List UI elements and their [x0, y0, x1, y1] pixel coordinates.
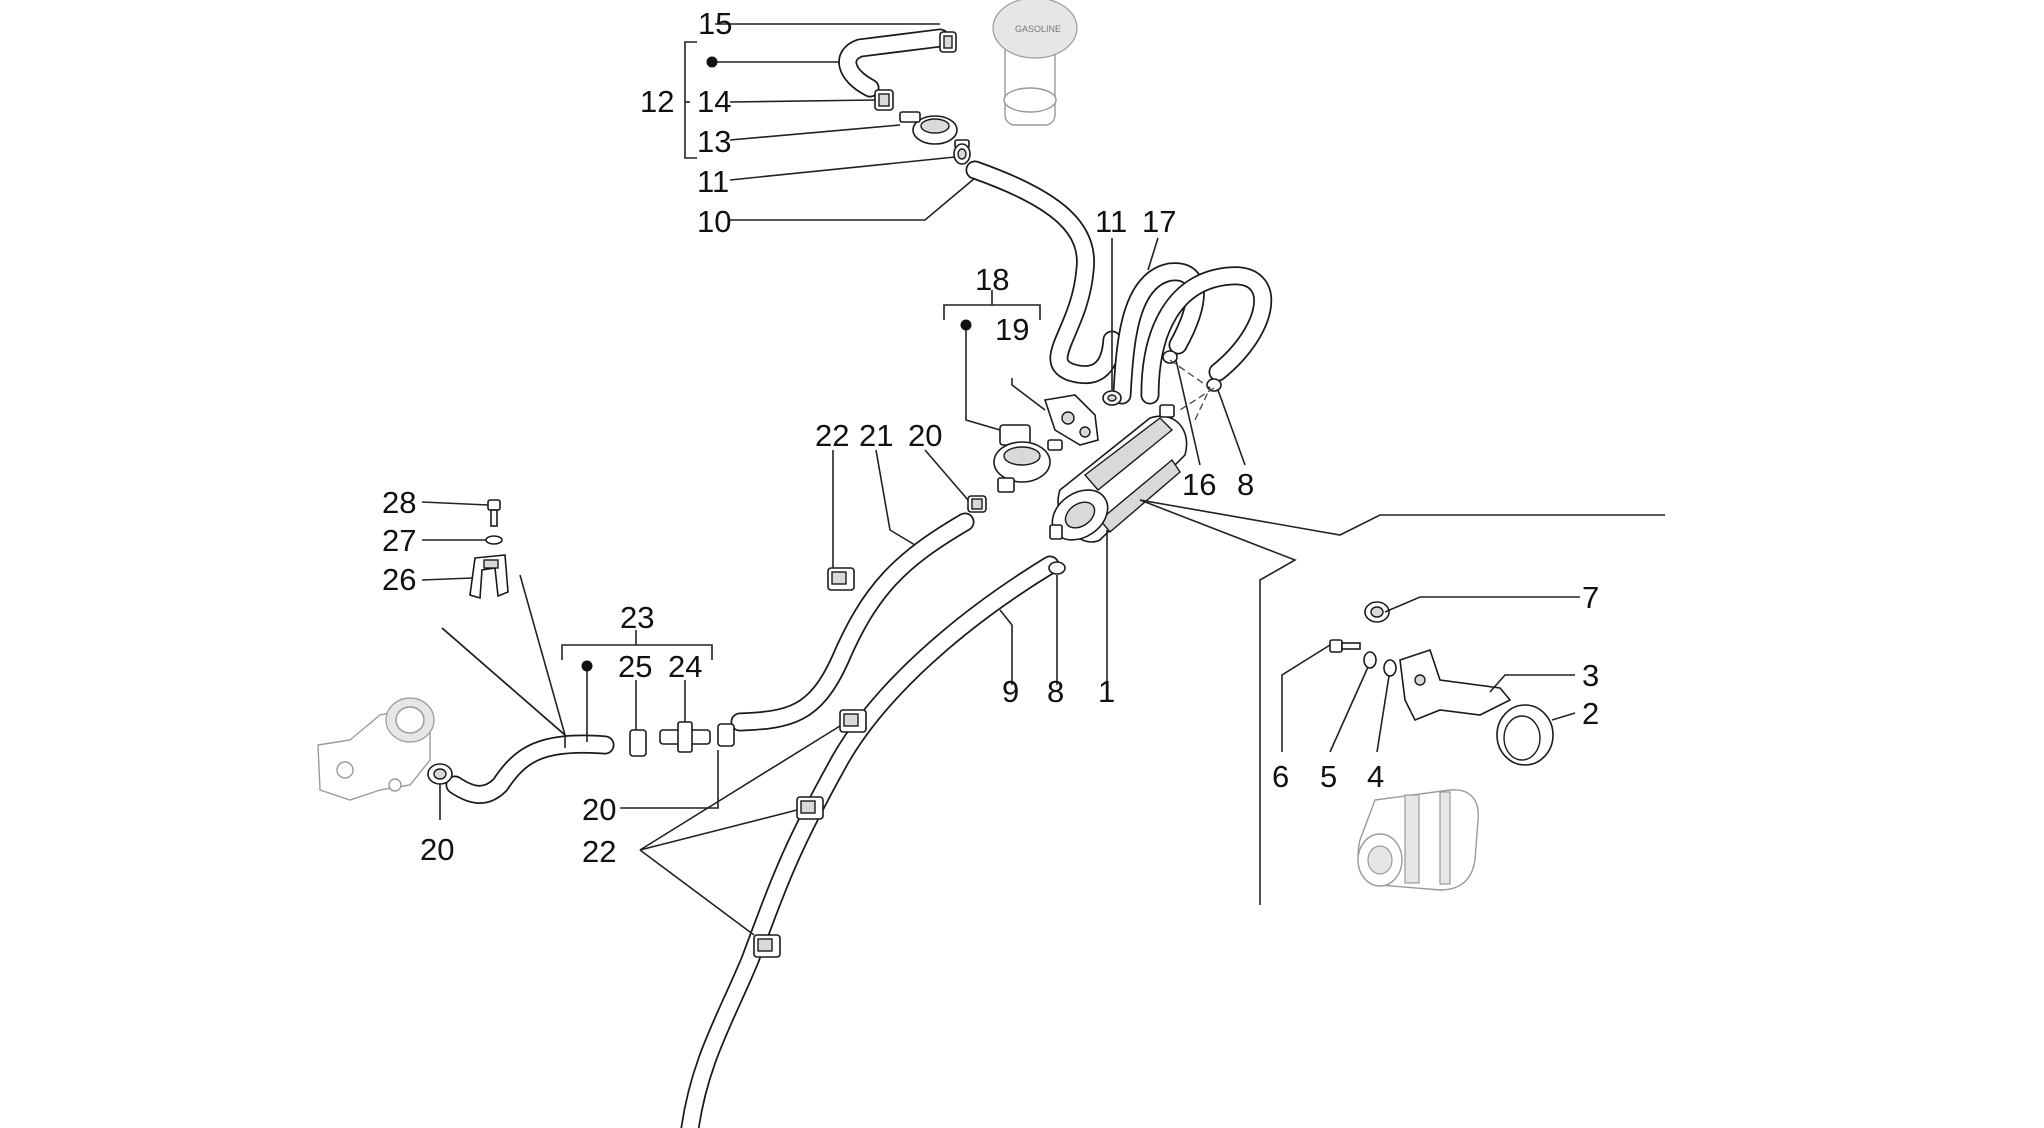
part-20c-clip	[717, 723, 735, 747]
callout-5: 5	[1320, 759, 1337, 794]
part-4-washer	[1383, 659, 1397, 677]
callout-16: 16	[1182, 467, 1216, 502]
callout-18: 18	[975, 262, 1009, 297]
callout-6: 6	[1272, 759, 1289, 794]
callout-22a: 22	[815, 418, 849, 453]
callout-19: 19	[995, 312, 1029, 347]
part-11b-clip	[1102, 390, 1122, 406]
part-22c-clip	[796, 796, 824, 820]
right-detail-pump-ghost	[1357, 789, 1479, 891]
callout-14: 14	[697, 84, 731, 119]
callout-27: 27	[382, 523, 416, 558]
part-6-bolt	[1329, 639, 1361, 653]
hose-12	[838, 28, 950, 98]
callout-15: 15	[698, 6, 732, 41]
hose-17	[1112, 262, 1273, 405]
callout-9: 9	[1002, 674, 1019, 709]
hose-10	[965, 160, 1122, 385]
callout-2: 2	[1582, 696, 1599, 731]
part-28-screw	[487, 499, 501, 527]
part-20a-clip	[967, 495, 987, 513]
assembly-guides	[1169, 359, 1215, 421]
part-5-washer	[1363, 651, 1377, 669]
callout-17: 17	[1142, 204, 1176, 239]
part-25-clip	[629, 729, 647, 757]
bullet-12	[706, 56, 718, 68]
callout-25: 25	[618, 649, 652, 684]
callouts: 15 12 14 13 11 10 11 17 18 19 16 8 22 21…	[382, 6, 1599, 869]
filler-cap-ghost: GASOLINE	[992, 0, 1078, 126]
hoses	[445, 28, 1273, 1128]
part-24-connector	[659, 721, 711, 753]
bullet-18	[960, 319, 972, 331]
callout-23: 23	[620, 600, 654, 635]
callout-22b: 22	[582, 834, 616, 869]
part-2-band	[1496, 704, 1554, 766]
callout-1: 1	[1098, 674, 1115, 709]
part-22b-clip	[839, 709, 867, 733]
callout-13: 13	[697, 124, 731, 159]
cap-label: GASOLINE	[1015, 24, 1061, 34]
callout-11b: 11	[1095, 204, 1127, 239]
callout-8b: 8	[1047, 674, 1064, 709]
callout-21: 21	[859, 418, 893, 453]
part-20b-clip	[427, 763, 453, 785]
hose-left	[445, 734, 615, 804]
callout-26: 26	[382, 562, 416, 597]
part-8b-oring	[1048, 561, 1066, 575]
hose-21	[730, 512, 975, 732]
part-18-regulator	[993, 424, 1063, 493]
callout-10: 10	[697, 204, 731, 239]
callout-8a: 8	[1237, 467, 1254, 502]
callout-11a: 11	[697, 164, 729, 199]
part-3-bracket	[1399, 648, 1512, 722]
part-13-valve	[899, 111, 970, 149]
part-15-clip	[939, 31, 957, 53]
callout-20c: 20	[582, 792, 616, 827]
part-26-clamp	[469, 554, 509, 600]
throttle-body-ghost	[317, 697, 435, 801]
callout-3: 3	[1582, 658, 1599, 693]
leader-lines	[421, 23, 1665, 936]
callout-4: 4	[1367, 759, 1384, 794]
callout-20a: 20	[908, 418, 942, 453]
hose-9	[680, 555, 1060, 1128]
callout-20b: 20	[420, 832, 454, 867]
part-1-fuel-pump	[1049, 404, 1188, 543]
part-27-washer	[485, 535, 503, 545]
part-22a-clip	[827, 567, 855, 591]
bullet-23	[581, 660, 593, 672]
part-7-clip	[1364, 601, 1390, 623]
callout-7: 7	[1582, 580, 1599, 615]
part-16-oring	[1162, 350, 1178, 364]
callout-12: 12	[640, 84, 674, 119]
part-22d-clip	[753, 934, 781, 958]
part-19-bracket	[1043, 394, 1099, 446]
callout-28: 28	[382, 485, 416, 520]
callout-24: 24	[668, 649, 702, 684]
part-14-clip	[874, 89, 894, 111]
part-11a-clip	[953, 143, 971, 165]
